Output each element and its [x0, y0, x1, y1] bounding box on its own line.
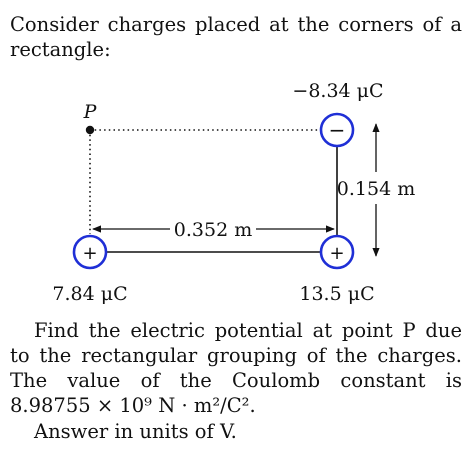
charge-label-bottom-right: 13.5 μC	[299, 283, 374, 305]
problem-question: Find the electric potential at point P d…	[10, 319, 462, 417]
answer-units: Answer in units of V.	[34, 420, 237, 443]
minus-sign-icon: −	[329, 118, 346, 142]
point-p-dot	[85, 125, 95, 135]
point-p-label: P	[83, 101, 98, 123]
height-label: 0.154 m	[337, 178, 415, 200]
problem-intro: Consider charges placed at the corners o…	[10, 13, 462, 61]
negative-charge-top-right	[319, 112, 355, 148]
plus-sign-icon: +	[329, 243, 344, 264]
charge-label-bottom-left: 7.84 μC	[52, 283, 127, 305]
width-label: 0.352 m	[174, 219, 252, 241]
positive-charge-bottom-left	[72, 234, 108, 270]
positive-charge-bottom-right	[319, 234, 355, 270]
plus-sign-icon: +	[82, 243, 97, 264]
charge-label-top-right: −8.34 μC	[292, 80, 383, 102]
